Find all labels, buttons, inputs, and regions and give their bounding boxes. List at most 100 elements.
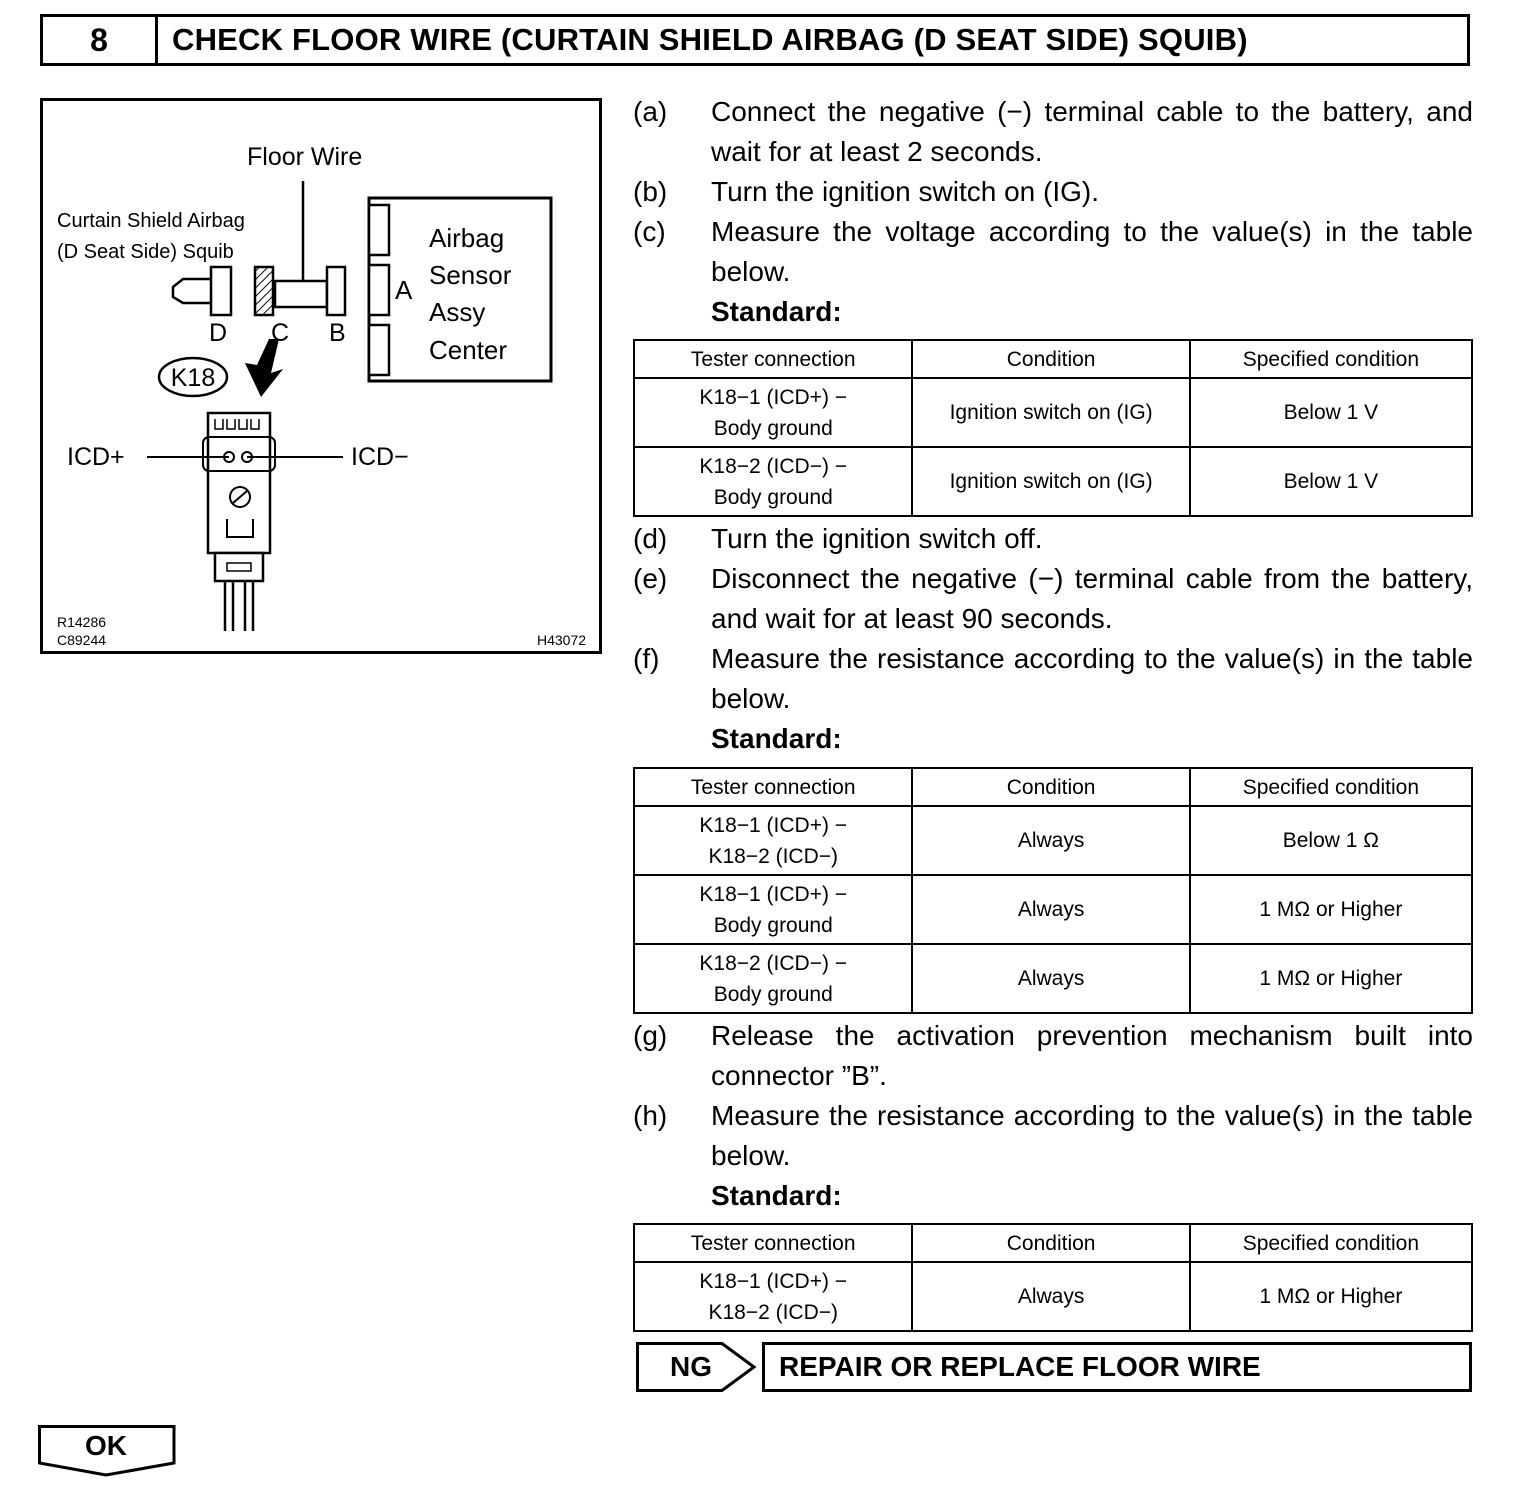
sensor-label-line1: Airbag — [429, 223, 504, 253]
step-h: (h) Measure the resistance according to … — [633, 1096, 1473, 1176]
tester-connection-cell: K18−1 (ICD+) −Body ground — [632, 874, 914, 945]
step-b: (b) Turn the ignition switch on (IG). — [633, 172, 1473, 212]
icd-plus-label: ICD+ — [67, 443, 125, 471]
step-h-text: Measure the resistance according to the … — [711, 1100, 1473, 1171]
step-h-label: (h) — [633, 1100, 668, 1131]
sensor-label-line4: Center — [429, 335, 507, 365]
step-g-label: (g) — [633, 1020, 668, 1051]
header-specified-condition: Specified condition — [1188, 339, 1474, 379]
step-header: 8 CHECK FLOOR WIRE (CURTAIN SHIELD AIRBA… — [40, 14, 1470, 66]
specified-condition-cell: Below 1 V — [1188, 377, 1474, 448]
step-e: (e) Disconnect the negative (−) terminal… — [633, 559, 1473, 639]
sensor-connector-1 — [367, 203, 391, 257]
step-a-text: Connect the negative (−) terminal cable … — [711, 96, 1473, 167]
header-specified-condition: Specified condition — [1188, 767, 1474, 807]
ng-arrow-icon — [636, 1342, 757, 1392]
k18-terminal-area — [202, 436, 276, 472]
table-header-row: Tester connection Condition Specified co… — [632, 339, 1474, 379]
step-f: (f) Measure the resistance according to … — [633, 639, 1473, 719]
connector-c — [253, 265, 275, 317]
squib-plug — [171, 277, 211, 305]
table-header-row: Tester connection Condition Specified co… — [632, 1223, 1474, 1263]
ok-arrow-icon — [38, 1425, 176, 1477]
table-row: K18−1 (ICD+) −K18−2 (ICD−) Always 1 MΩ o… — [632, 1261, 1474, 1332]
steps-group-3: (g) Release the activation prevention me… — [633, 1016, 1473, 1216]
specified-condition-cell: 1 MΩ or Higher — [1188, 943, 1474, 1014]
k18-oval — [157, 356, 229, 398]
step-e-label: (e) — [633, 563, 668, 594]
specified-condition-cell: Below 1 V — [1188, 446, 1474, 517]
figure-code-2: C89244 — [57, 632, 106, 648]
step-g-text: Release the activation prevention mechan… — [711, 1020, 1473, 1091]
tester-connection-cell: K18−1 (ICD+) −K18−2 (ICD−) — [632, 1261, 914, 1332]
tester-connection-cell: K18−1 (ICD+) −Body ground — [632, 377, 914, 448]
condition-cell: Ignition switch on (IG) — [911, 446, 1191, 517]
ng-action: REPAIR OR REPLACE FLOOR WIRE — [762, 1342, 1472, 1392]
step-b-label: (b) — [633, 176, 668, 207]
header-tester-connection: Tester connection — [632, 339, 914, 379]
ng-result: NG REPAIR OR REPLACE FLOOR WIRE — [636, 1342, 1472, 1392]
step-e-text: Disconnect the negative (−) terminal cab… — [711, 563, 1473, 634]
condition-cell: Always — [911, 943, 1191, 1014]
step-g: (g) Release the activation prevention me… — [633, 1016, 1473, 1096]
floor-wire-body — [273, 279, 329, 309]
figure-code-1: R14286 — [57, 614, 106, 630]
connector-b — [325, 265, 347, 317]
ok-label: OK — [85, 1430, 127, 1461]
direction-arrow — [245, 339, 283, 397]
condition-cell: Always — [911, 805, 1191, 876]
step-d-text: Turn the ignition switch off. — [711, 523, 1043, 554]
connector-b-label: B — [329, 319, 346, 347]
tester-connection-cell: K18−2 (ICD−) −Body ground — [632, 943, 914, 1014]
tester-connection-cell: K18−2 (ICD−) −Body ground — [632, 446, 914, 517]
k18-connector-body — [206, 411, 272, 555]
step-a: (a) Connect the negative (−) terminal ca… — [633, 92, 1473, 172]
specified-condition-cell: 1 MΩ or Higher — [1188, 1261, 1474, 1332]
ok-result: OK — [38, 1425, 178, 1477]
squib-label-line2: (D Seat Side) Squib — [57, 241, 234, 263]
header-condition: Condition — [911, 339, 1191, 379]
table-row: K18−1 (ICD+) −K18−2 (ICD−) Always Below … — [632, 805, 1474, 876]
specified-condition-cell: 1 MΩ or Higher — [1188, 874, 1474, 945]
icd-minus-label: ICD− — [351, 443, 409, 471]
tester-connection-cell: K18−1 (ICD+) −K18−2 (ICD−) — [632, 805, 914, 876]
specified-condition-cell: Below 1 Ω — [1188, 805, 1474, 876]
floor-wire-label: Floor Wire — [247, 143, 362, 171]
step-d-label: (d) — [633, 523, 668, 554]
step-a-label: (a) — [633, 96, 668, 127]
header-specified-condition: Specified condition — [1188, 1223, 1474, 1263]
step-f-text: Measure the resistance according to the … — [711, 643, 1473, 714]
resistance-table-2: Tester connection Condition Specified co… — [632, 1223, 1474, 1332]
header-condition: Condition — [911, 1223, 1191, 1263]
k18-lock-circle — [229, 486, 251, 508]
sensor-connector-3 — [367, 323, 391, 377]
step-number: 8 — [43, 17, 158, 63]
connector-id-label: K18 — [171, 364, 215, 392]
step-f-label: (f) — [633, 643, 660, 674]
sensor-label-line3: Assy — [429, 297, 485, 327]
standard-label-3: Standard: — [711, 1180, 842, 1211]
step-b-text: Turn the ignition switch on (IG). — [711, 176, 1100, 207]
step-c-label: (c) — [633, 216, 666, 247]
step-d: (d) Turn the ignition switch off. — [633, 519, 1473, 559]
steps-group-2: (d) Turn the ignition switch off. (e) Di… — [633, 519, 1473, 759]
sensor-connector-a — [367, 263, 391, 317]
connector-a-label: A — [395, 275, 413, 305]
table-row: K18−2 (ICD−) −Body ground Ignition switc… — [632, 446, 1474, 517]
resistance-table-1: Tester connection Condition Specified co… — [632, 767, 1474, 1014]
condition-cell: Always — [911, 874, 1191, 945]
table-row: K18−2 (ICD−) −Body ground Always 1 MΩ or… — [632, 943, 1474, 1014]
header-tester-connection: Tester connection — [632, 767, 914, 807]
header-condition: Condition — [911, 767, 1191, 807]
standard-label-2: Standard: — [711, 723, 842, 754]
squib-label-line1: Curtain Shield Airbag — [57, 210, 245, 232]
step-c: (c) Measure the voltage according to the… — [633, 212, 1473, 292]
table-row: K18−1 (ICD+) −Body ground Always 1 MΩ or… — [632, 874, 1474, 945]
condition-cell: Always — [911, 1261, 1191, 1332]
wiring-illustration: Floor Wire Curtain Shield Airbag (D Seat… — [40, 98, 602, 654]
condition-cell: Ignition switch on (IG) — [911, 377, 1191, 448]
header-tester-connection: Tester connection — [632, 1223, 914, 1263]
standard-label-1: Standard: — [711, 296, 842, 327]
ng-label: NG — [670, 1351, 712, 1382]
table-header-row: Tester connection Condition Specified co… — [632, 767, 1474, 807]
